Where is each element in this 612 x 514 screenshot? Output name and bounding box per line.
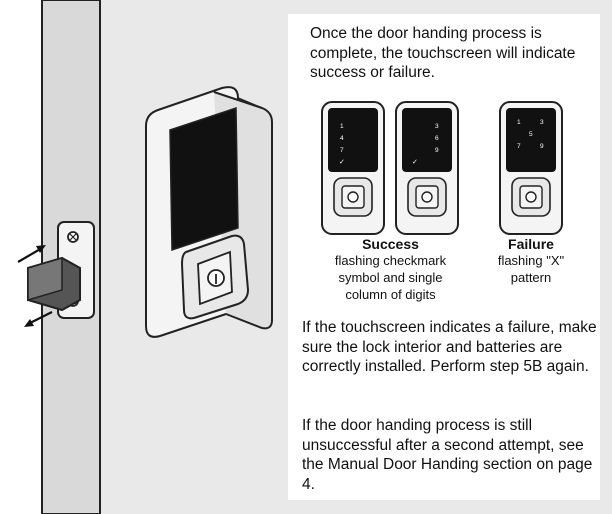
digit-7: 7 [340,147,344,154]
digit-4: 4 [340,135,344,142]
arrow-in-icon [17,245,46,263]
digit-6: 6 [435,135,439,142]
digit-1: 1 [340,123,344,130]
success-caption: flashing checkmark symbol and single col… [334,253,447,302]
instruction-panel: Once the door handing process is complet… [288,14,600,500]
failure-instructions: If the touchscreen indicates a failure, … [302,319,597,375]
checkmark-icon: ✓ [339,158,345,166]
digit-3: 3 [435,123,439,130]
main-lock-illustration [145,86,273,338]
digit-1: 1 [517,119,521,126]
latch-bolt [27,256,81,312]
failure-lock: 1 3 5 7 9 [499,101,563,235]
digit-7: 7 [517,143,521,150]
digit-5: 5 [529,131,533,138]
checkmark-icon: ✓ [412,158,418,166]
success-heading: Success [362,236,419,252]
failure-heading: Failure [508,236,554,252]
success-lock-left: 1 4 7 ✓ [321,101,385,235]
success-lock-right: 3 6 9 ✓ [395,101,459,235]
digit-9: 9 [435,147,439,154]
digit-3: 3 [540,119,544,126]
arrow-out-icon [24,311,53,327]
digit-9: 9 [540,143,544,150]
intro-text: Once the door handing process is complet… [310,25,576,81]
unsuccessful-instructions: If the door handing process is still uns… [302,417,593,493]
failure-caption: flashing "X" pattern [497,253,565,285]
